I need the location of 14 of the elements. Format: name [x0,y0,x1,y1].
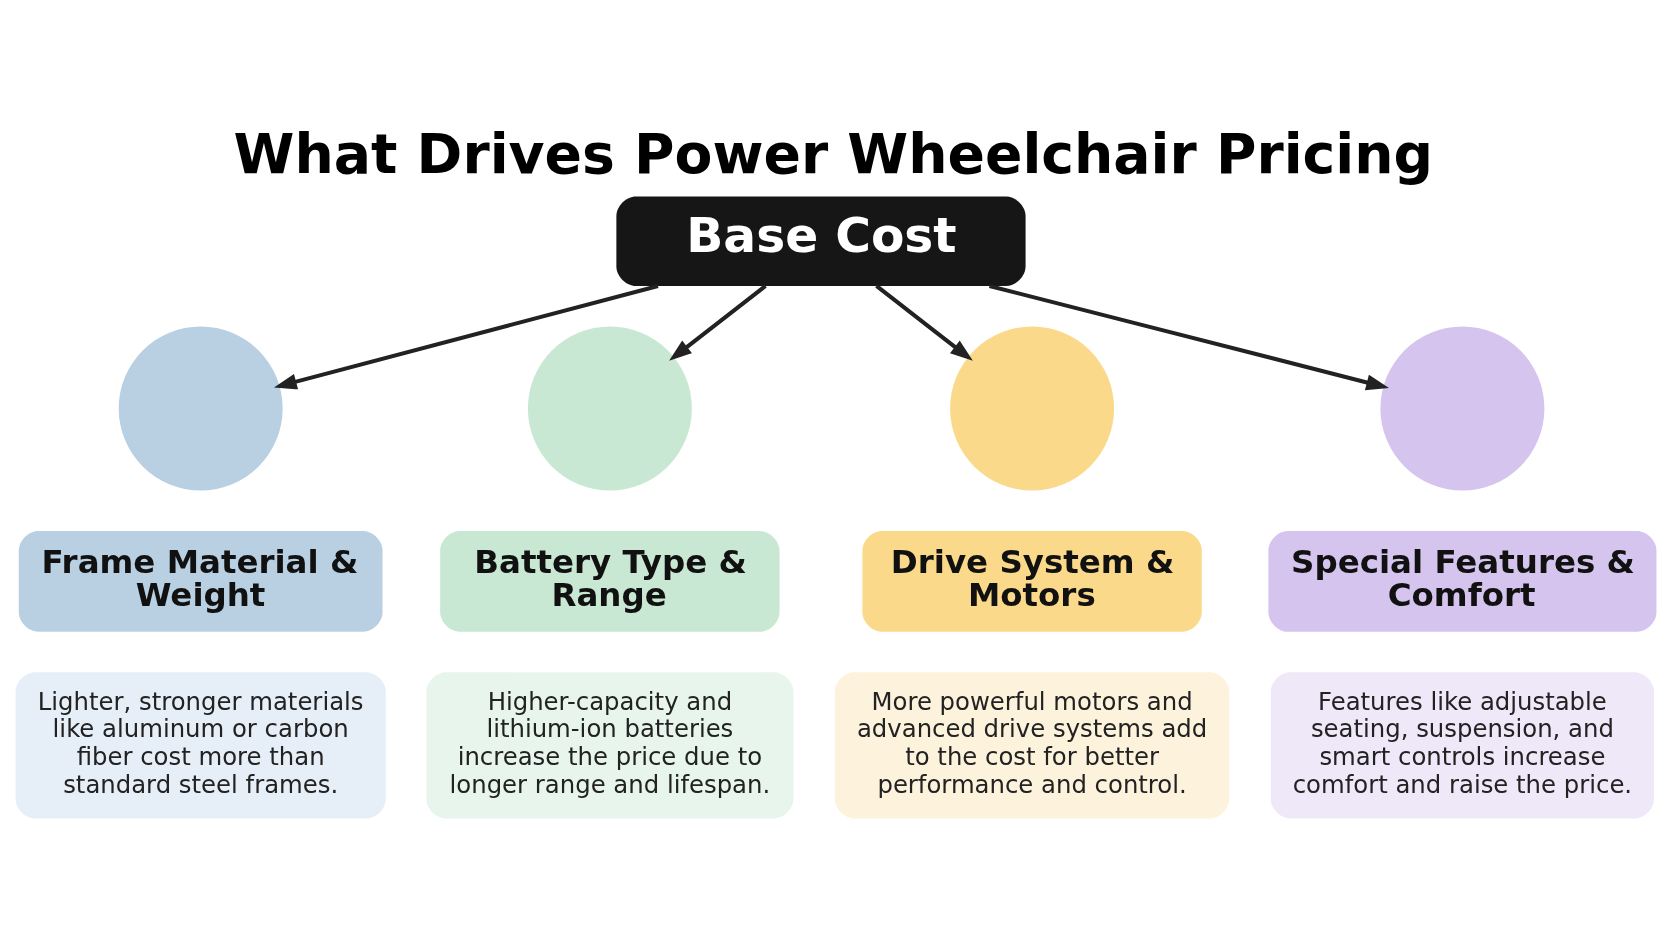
arrow [274,283,659,389]
node-box: Lighter, stronger materials like aluminum or carbon fiber cost more than standard steel frames. [15,671,386,818]
node-box: Drive System & Motors [862,530,1202,632]
diagram-title: What Drives Power Wheelchair Pricing [233,121,1434,186]
arrow [669,283,767,361]
arrow [989,283,1389,390]
node-box: More powerful motors and advanced drive systems add to the cost for better performance and control. [834,671,1230,818]
node-box: Special Features & Comfort [1268,530,1657,632]
node-circle [1380,326,1545,490]
arrow [875,283,973,361]
node-box: Battery Type & Range [440,530,780,632]
node-box: Base Cost [616,196,1026,286]
node-box: Frame Material & Weight [18,530,383,632]
node-circle [118,326,283,490]
